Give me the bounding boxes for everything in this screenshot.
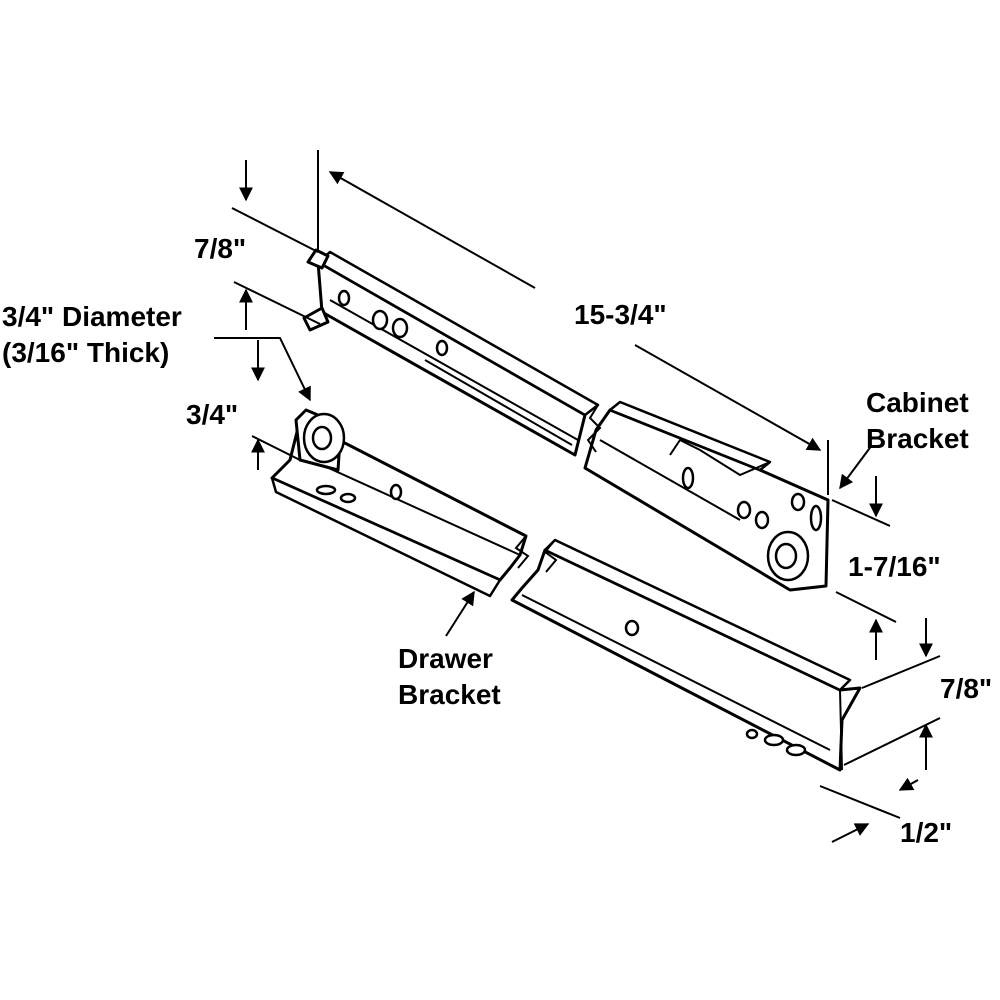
mounting-hole bbox=[435, 339, 449, 357]
mounting-hole bbox=[790, 492, 806, 512]
dimension-lines bbox=[214, 150, 941, 843]
mounting-hole bbox=[391, 317, 409, 339]
mounting-hole bbox=[745, 728, 759, 740]
cabinet-bracket-left-section bbox=[316, 260, 587, 457]
drawer-roller-wheel bbox=[302, 412, 346, 464]
drawer-bracket bbox=[270, 408, 862, 772]
wheel-thickness-label: (3/16" Thick) bbox=[2, 337, 169, 368]
mounting-hole bbox=[785, 743, 807, 757]
mounting-hole bbox=[389, 483, 403, 501]
mounting-hole bbox=[736, 500, 752, 520]
mounting-hole bbox=[624, 619, 640, 637]
break-line bbox=[586, 404, 602, 453]
mounting-hole bbox=[315, 484, 337, 496]
mounting-hole bbox=[337, 289, 351, 307]
break-line bbox=[543, 539, 558, 573]
cabinet-bracket-front-tab bbox=[306, 248, 330, 270]
top-width-label: 7/8" bbox=[194, 233, 246, 264]
cabinet-bracket-label-line1: Cabinet bbox=[866, 387, 969, 418]
labels: 7/8" 3/4" Diameter (3/16" Thick) 3/4" 15… bbox=[2, 233, 992, 848]
cabinet-bracket bbox=[302, 248, 830, 592]
bottom-width-label: 7/8" bbox=[940, 673, 992, 704]
bottom-flange-label: 1/2" bbox=[900, 817, 952, 848]
wheel-diameter-label: 3/4" Diameter bbox=[2, 301, 182, 332]
wheel-height-label: 3/4" bbox=[186, 399, 238, 430]
drawer-bracket-label-line1: Drawer bbox=[398, 643, 493, 674]
break-line bbox=[514, 535, 530, 569]
mounting-hole bbox=[763, 733, 785, 747]
mounting-hole bbox=[371, 309, 389, 331]
drawer-bracket-left-flange bbox=[270, 476, 502, 598]
cabinet-height-label: 1-7/16" bbox=[848, 551, 941, 582]
mounting-hole bbox=[681, 466, 695, 490]
length-label: 15-3/4" bbox=[574, 299, 667, 330]
drawer-bracket-label-line2: Bracket bbox=[398, 679, 501, 710]
mounting-hole bbox=[339, 492, 357, 504]
mounting-hole bbox=[809, 504, 823, 532]
cabinet-roller-wheel bbox=[766, 530, 810, 582]
cabinet-bracket-label-line2: Bracket bbox=[866, 423, 969, 454]
drawer-bracket-right-section bbox=[510, 548, 862, 772]
mounting-hole bbox=[754, 510, 770, 530]
